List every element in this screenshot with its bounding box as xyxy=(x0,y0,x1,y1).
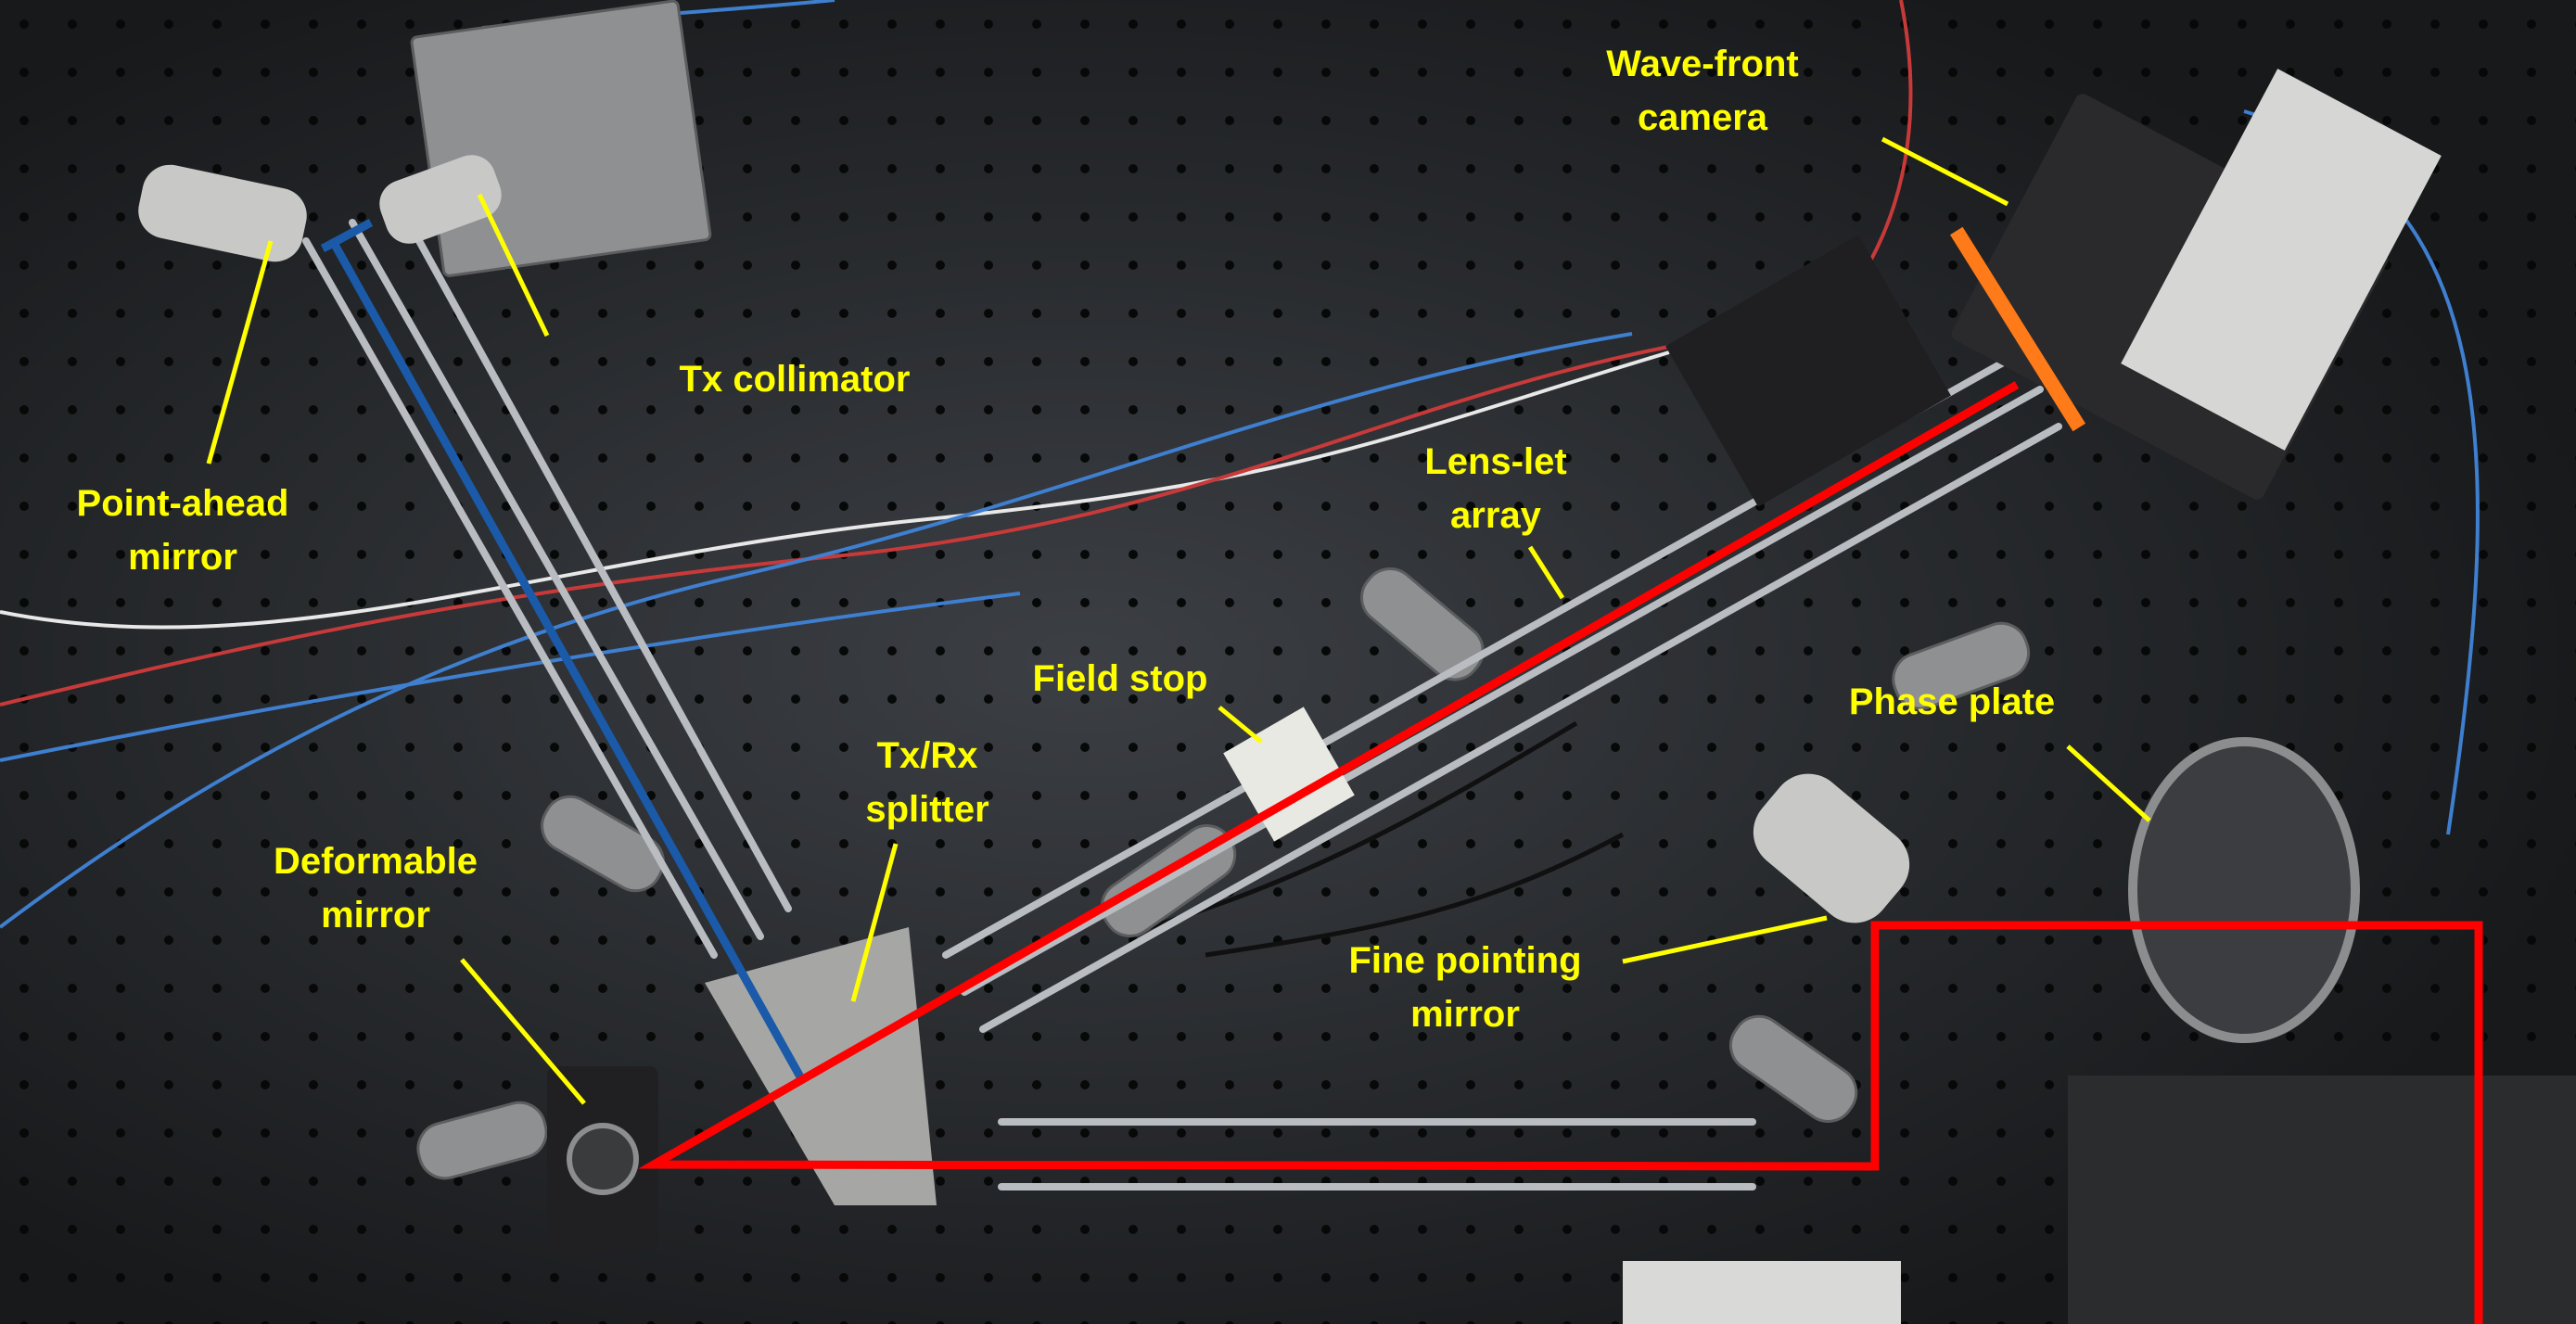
label-tx-collimator: Tx collimator xyxy=(679,359,911,400)
label-field-stop: Field stop xyxy=(1032,658,1208,699)
optical-components xyxy=(138,69,2576,1324)
label-fine-pointing-mirror: Fine pointing mirror xyxy=(1348,940,1582,1035)
label-wavefront-camera: Wave-front camera xyxy=(1606,44,1799,138)
label-deformable-mirror: Deformable mirror xyxy=(273,841,478,936)
label-phase-plate: Phase plate xyxy=(1848,681,2056,722)
label-point-ahead-mirror: Point-ahead mirror xyxy=(76,483,289,578)
label-txrx-splitter: Tx/Rx splitter xyxy=(865,735,989,830)
leader-lines xyxy=(206,136,2151,1105)
label-lenslet-array: Lens-let array xyxy=(1424,441,1567,536)
tx-beam-path xyxy=(320,219,806,1083)
rx-beam-path xyxy=(638,381,2483,1324)
